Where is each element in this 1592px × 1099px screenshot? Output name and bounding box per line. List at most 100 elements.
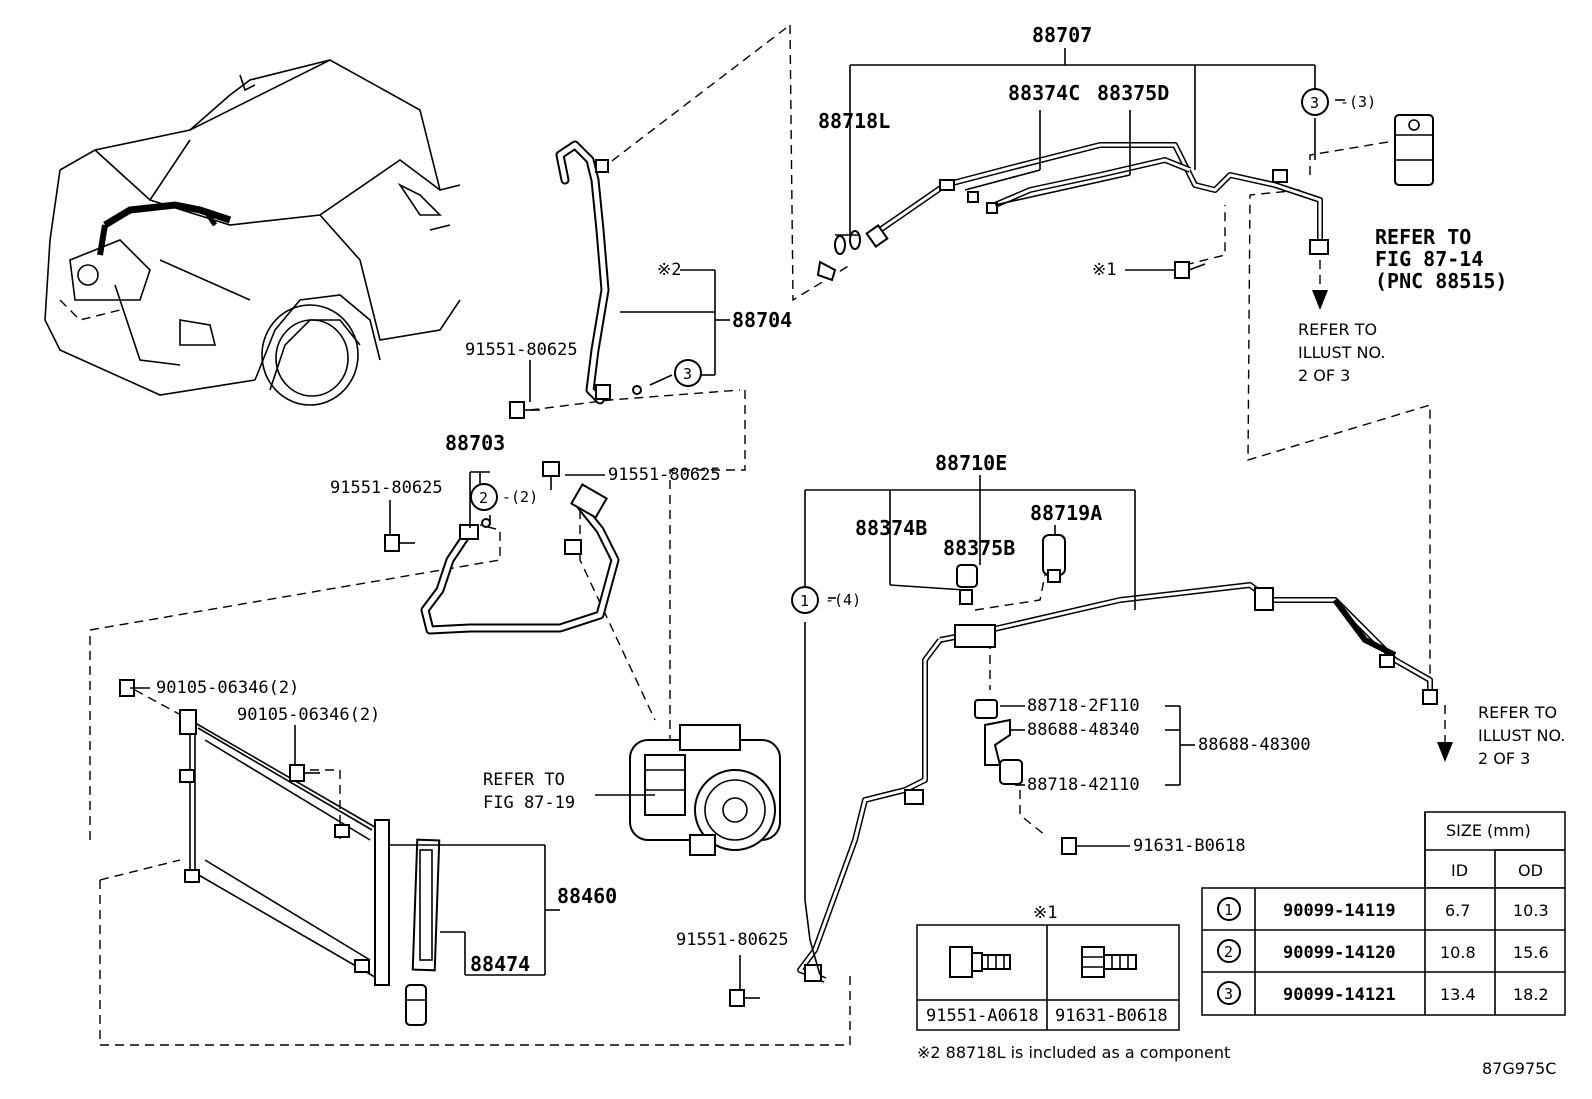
bolt-legend-part-1: 91551-A0618 [926, 1006, 1039, 1026]
oring-marker-3-top-label: 3 [1310, 94, 1319, 112]
part-label-88704: 88704 [732, 308, 792, 332]
hex-bolt-icon [1081, 946, 1137, 978]
hose-88703 [420, 483, 620, 635]
condenser-88460 [179, 709, 390, 986]
bolt-icon [289, 764, 320, 782]
bolt-legend-mark: ※1 [1033, 903, 1057, 923]
oring-marker-1 [791, 586, 819, 614]
note-2-text: ※2 88718L is included as a component [917, 1043, 1230, 1062]
bolt-icon [1061, 837, 1077, 855]
size-table-header: SIZE (mm) [1446, 821, 1531, 840]
size-table-body [1201, 887, 1566, 1016]
bolts [119, 261, 1206, 1007]
part-label-91631-B0618: 91631-B0618 [1133, 836, 1246, 856]
size-row-id: 10.8 [1440, 943, 1476, 962]
part-label-88718-2F110: 88718-2F110 [1027, 696, 1140, 716]
part-label-90105-b: 90105-06346(2) [237, 705, 380, 725]
oring-markers: 3 -(3) 3 2 -(2) 1 -(4) [470, 88, 1376, 614]
part-label-88703: 88703 [445, 431, 505, 455]
ref-illust-b-line1: REFER TO [1478, 703, 1557, 722]
ref-illust-b-line3: 2 OF 3 [1478, 749, 1530, 768]
size-row-mark: 1 [1224, 901, 1233, 919]
size-row-mark-circle [1217, 939, 1241, 963]
size-row-id: 6.7 [1445, 901, 1470, 920]
size-table-row: 2 90099-14120 10.8 15.6 [1217, 939, 1549, 963]
size-row-id: 13.4 [1440, 985, 1476, 1004]
note2-mark-hose: ※2 [657, 260, 681, 280]
part-label-88374C: 88374C [1008, 81, 1080, 105]
receiver-88474 [405, 838, 441, 1026]
bolt-icon [384, 534, 415, 552]
size-row-part: 90099-14119 [1283, 901, 1396, 921]
bolt-icon [542, 461, 560, 490]
part-label-91551-d: 91551-80625 [676, 930, 789, 950]
ref-fig-87-19-line2: FIG 87-19 [483, 793, 575, 813]
vehicle-sketch [44, 59, 461, 406]
size-row-part: 90099-14120 [1283, 943, 1396, 963]
part-label-91551-c: 91551-80625 [608, 465, 721, 485]
size-row-part: 90099-14121 [1283, 985, 1396, 1005]
size-table: SIZE (mm) ID OD 1 90099-14119 6.7 10.3 2… [1201, 811, 1566, 1016]
size-row-od: 10.3 [1513, 901, 1549, 920]
switches [956, 534, 1066, 785]
hose-88704 [555, 140, 642, 405]
flange-bolt-icon [949, 946, 1011, 978]
oring-marker-3-hose-label: 3 [683, 365, 692, 383]
part-label-88718L: 88718L [818, 109, 890, 133]
part-label-88688-48340: 88688-48340 [1027, 720, 1140, 740]
reference-notes: REFER TO FIG 87-14 (PNC 88515) REFER TO … [483, 225, 1565, 813]
size-row-mark: 3 [1224, 985, 1233, 1003]
bolt-icon [509, 401, 540, 419]
diagram-code: 87G975C [1482, 1059, 1556, 1078]
oring-qty-4: -(4) [825, 591, 861, 609]
part-label-88374B: 88374B [855, 516, 927, 540]
size-row-od: 15.6 [1513, 943, 1549, 962]
oring-marker-3-hose [674, 359, 702, 387]
bolt-icon [1174, 261, 1206, 279]
oring-qty-3: -(3) [1340, 93, 1376, 111]
oring-marker-2 [470, 483, 498, 511]
part-label-91551-a: 91551-80625 [465, 340, 578, 360]
pipe-88707 [816, 142, 1329, 282]
size-row-mark: 2 [1224, 943, 1233, 961]
pipe-88710E [797, 582, 1438, 983]
ref-fig-87-14-line3: (PNC 88515) [1375, 269, 1507, 293]
ref-illust-a-line3: 2 OF 3 [1298, 366, 1350, 385]
size-table-col-od: OD [1518, 861, 1543, 880]
size-table-row: 3 90099-14121 13.4 18.2 [1217, 981, 1549, 1005]
ref-illust-a-line1: REFER TO [1298, 320, 1377, 339]
bolt-legend: ※1 91551-A0618 91631-B0618 [916, 903, 1180, 1031]
ref-fig-87-14-line1: REFER TO [1375, 225, 1471, 249]
part-label-88719A: 88719A [1030, 501, 1102, 525]
size-row-mark-circle [1217, 897, 1241, 921]
bolt-legend-part-2: 91631-B0618 [1055, 1006, 1168, 1026]
size-row-od: 18.2 [1513, 985, 1549, 1004]
oring-marker-1-label: 1 [800, 592, 809, 610]
part-label-88718-42110: 88718-42110 [1027, 775, 1140, 795]
ref-fig-87-19-line1: REFER TO [483, 770, 565, 790]
refer-arrows [1312, 260, 1453, 762]
compressor [629, 724, 781, 856]
oring-marker-3-top [1301, 88, 1329, 116]
expansion-valve [1394, 114, 1434, 186]
size-row-mark-circle [1217, 981, 1241, 1005]
size-table-col-id: ID [1451, 861, 1468, 880]
part-label-88707: 88707 [1032, 23, 1092, 47]
ref-illust-a-line2: ILLUST NO. [1298, 343, 1385, 362]
ref-illust-b-line2: ILLUST NO. [1478, 726, 1565, 745]
part-label-88474: 88474 [470, 952, 530, 976]
ref-fig-87-14-line2: FIG 87-14 [1375, 247, 1483, 271]
part-label-88688-48300: 88688-48300 [1198, 735, 1311, 755]
part-label-88460: 88460 [557, 884, 617, 908]
bolt-icon [729, 989, 760, 1007]
part-label-91551-b: 91551-80625 [330, 478, 443, 498]
note1-mark-pipe: ※1 [1092, 260, 1116, 280]
oring-marker-2-label: 2 [479, 489, 488, 507]
part-label-88375B: 88375B [943, 536, 1015, 560]
size-table-row: 1 90099-14119 6.7 10.3 [1217, 897, 1549, 921]
part-label-90105-a: 90105-06346(2) [156, 678, 299, 698]
callout-lines [130, 48, 1345, 990]
part-labels: 88707 88718L 88374C 88375D ※2 88704 9155… [156, 23, 1311, 976]
part-label-88710E: 88710E [935, 451, 1007, 475]
